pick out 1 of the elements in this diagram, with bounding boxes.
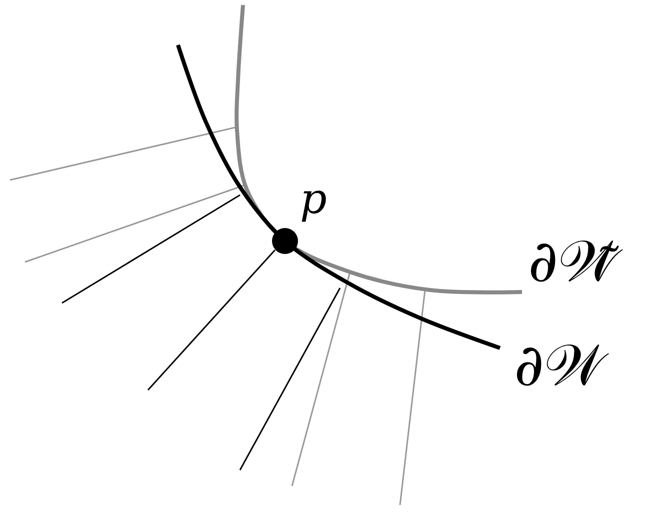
- point-label: p: [300, 178, 327, 220]
